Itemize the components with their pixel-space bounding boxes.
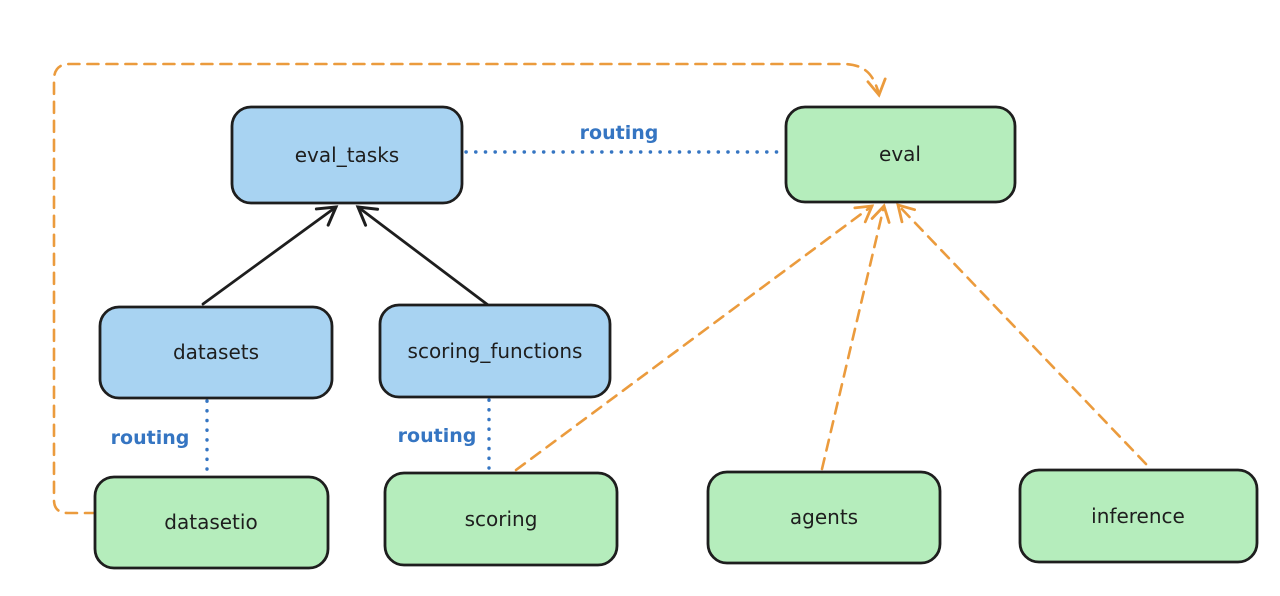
edge-label-routing-scoring-functions-scoring: routing: [398, 425, 477, 447]
edge-inference-to-eval: [898, 205, 1148, 466]
node-eval-tasks: eval_tasks: [230, 105, 464, 205]
edge-scoring-functions-to-eval-tasks: [355, 205, 490, 307]
node-datasetio-label: datasetio: [164, 510, 257, 534]
node-inference-label: inference: [1091, 504, 1185, 528]
node-inference: inference: [1018, 468, 1259, 564]
node-scoring-box: [383, 471, 619, 567]
node-eval-tasks-box: [230, 105, 464, 205]
edge-label-routing-datasets-datasetio: routing: [111, 427, 190, 449]
node-agents-box: [706, 470, 942, 565]
node-datasets-label: datasets: [173, 340, 259, 364]
node-agents: agents: [706, 470, 942, 565]
node-scoring-functions-label: scoring_functions: [408, 339, 583, 363]
node-eval-label: eval: [879, 142, 921, 166]
node-datasets-box: [98, 305, 334, 400]
node-datasetio: datasetio: [93, 475, 330, 570]
node-scoring-functions: scoring_functions: [378, 303, 612, 399]
node-eval-tasks-label: eval_tasks: [295, 143, 399, 167]
edge-label-routing-eval-tasks-eval: routing: [580, 122, 659, 144]
edge-datasetio-to-eval: [52, 62, 879, 515]
node-agents-label: agents: [790, 505, 858, 529]
node-datasets: datasets: [98, 305, 334, 400]
node-eval-box: [784, 105, 1017, 204]
edge-scoring-to-eval: [514, 206, 872, 472]
node-scoring: scoring: [383, 471, 619, 567]
edge-datasets-to-eval-tasks: [201, 205, 339, 306]
edge-agents-to-eval: [820, 206, 884, 471]
node-eval: eval: [784, 105, 1017, 204]
node-inference-box: [1018, 468, 1259, 564]
node-scoring-label: scoring: [465, 507, 538, 531]
node-datasetio-box: [93, 475, 330, 570]
node-scoring-functions-box: [378, 303, 612, 399]
